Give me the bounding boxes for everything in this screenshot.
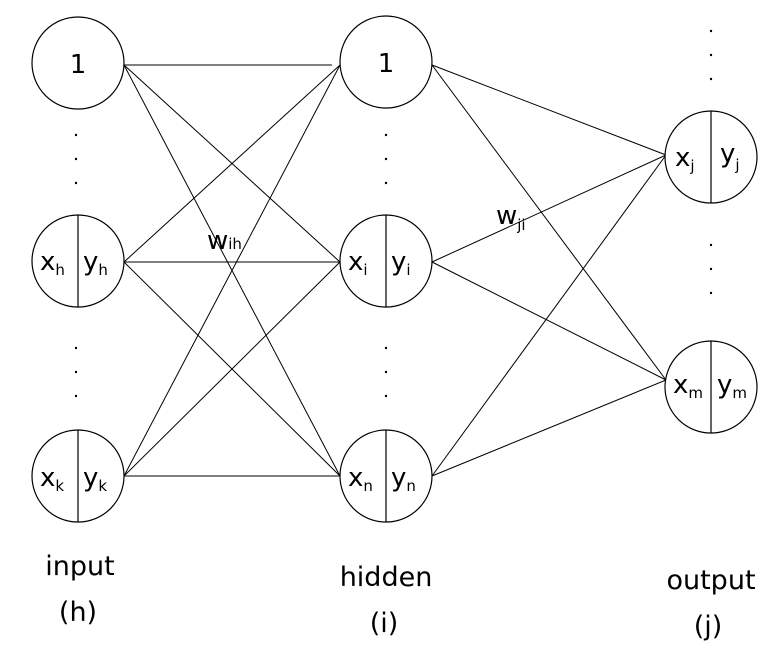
edge-xi-to-xj xyxy=(431,154,667,263)
hidden-i-x: x xyxy=(348,247,363,277)
hidden-output-connections xyxy=(431,64,667,477)
hidden-n-x: x xyxy=(348,463,363,493)
input-layer-label: input xyxy=(45,551,114,582)
output-m-x-sub: m xyxy=(688,384,703,402)
input-bias-node: 1 xyxy=(31,16,125,110)
output-m-y: y xyxy=(717,370,732,400)
svg-text:xk: xk xyxy=(40,463,64,495)
hidden-bias-label: 1 xyxy=(378,49,395,79)
svg-text:yi: yi xyxy=(391,247,411,279)
hidden-i-x-sub: i xyxy=(363,261,367,279)
edge-xk-to-bias xyxy=(123,64,341,477)
output-j-x-sub: j xyxy=(689,157,694,175)
output-layer-label: output xyxy=(666,565,755,596)
hidden-layer-label: hidden xyxy=(340,562,433,593)
input-k-y-sub: k xyxy=(98,477,107,495)
weight-label-ih: wih xyxy=(207,226,242,256)
hidden-n-y: y xyxy=(391,463,406,493)
svg-text:yj: yj xyxy=(720,139,740,174)
output-m-y-sub: m xyxy=(732,384,747,402)
hidden-bias-node: 1 xyxy=(339,15,433,109)
input-h-x-sub: h xyxy=(55,261,65,279)
svg-text:xi: xi xyxy=(348,247,368,279)
svg-text:xm: xm xyxy=(673,370,703,402)
edge-xh-to-bias xyxy=(123,64,341,263)
svg-text:yk: yk xyxy=(83,463,107,495)
hidden-n-x-sub: n xyxy=(363,477,373,495)
input-h-x: x xyxy=(40,247,55,277)
ellipsis-dots xyxy=(74,29,713,398)
hidden-node-i: xi yi xyxy=(339,214,433,308)
output-j-y-sub: j xyxy=(734,156,739,174)
input-k-x-sub: k xyxy=(55,477,64,495)
hidden-i-y-sub: i xyxy=(406,261,410,279)
hidden-node-n: xn yn xyxy=(339,429,433,523)
hidden-i-y: y xyxy=(391,247,406,277)
input-node-k: xk yk xyxy=(31,429,125,523)
svg-text:ym: ym xyxy=(717,370,747,402)
input-layer-index: (h) xyxy=(59,597,97,628)
svg-text:xj: xj xyxy=(675,143,695,175)
edge-bias-hid-to-xm xyxy=(431,64,667,381)
svg-text:xn: xn xyxy=(348,463,373,495)
svg-text:yn: yn xyxy=(391,463,416,495)
hidden-layer-index: (i) xyxy=(370,608,399,639)
output-m-x: x xyxy=(673,370,688,400)
input-hidden-connections xyxy=(123,64,341,477)
output-j-x: x xyxy=(675,143,690,173)
input-h-y-sub: h xyxy=(98,261,108,279)
hidden-n-y-sub: n xyxy=(406,477,416,495)
input-h-y: y xyxy=(83,247,98,277)
edge-xk-to-xi xyxy=(123,261,341,477)
edge-bias-hid-to-xj xyxy=(431,64,667,156)
output-j-y: y xyxy=(720,139,735,169)
edge-xi-to-xm xyxy=(431,261,667,381)
svg-text:yh: yh xyxy=(83,247,108,279)
output-node-m: xm ym xyxy=(664,340,758,434)
output-layer-index: (j) xyxy=(694,611,723,642)
weight-label-ji: wji xyxy=(496,201,526,234)
input-bias-label: 1 xyxy=(70,50,87,80)
input-k-x: x xyxy=(40,463,55,493)
svg-text:xh: xh xyxy=(40,247,65,279)
input-node-h: xh yh xyxy=(31,214,125,308)
edge-xn-to-xm xyxy=(431,379,667,477)
output-node-j: xj yj xyxy=(664,110,758,204)
input-k-y: y xyxy=(83,463,98,493)
edge-xn-to-xj xyxy=(431,154,667,477)
